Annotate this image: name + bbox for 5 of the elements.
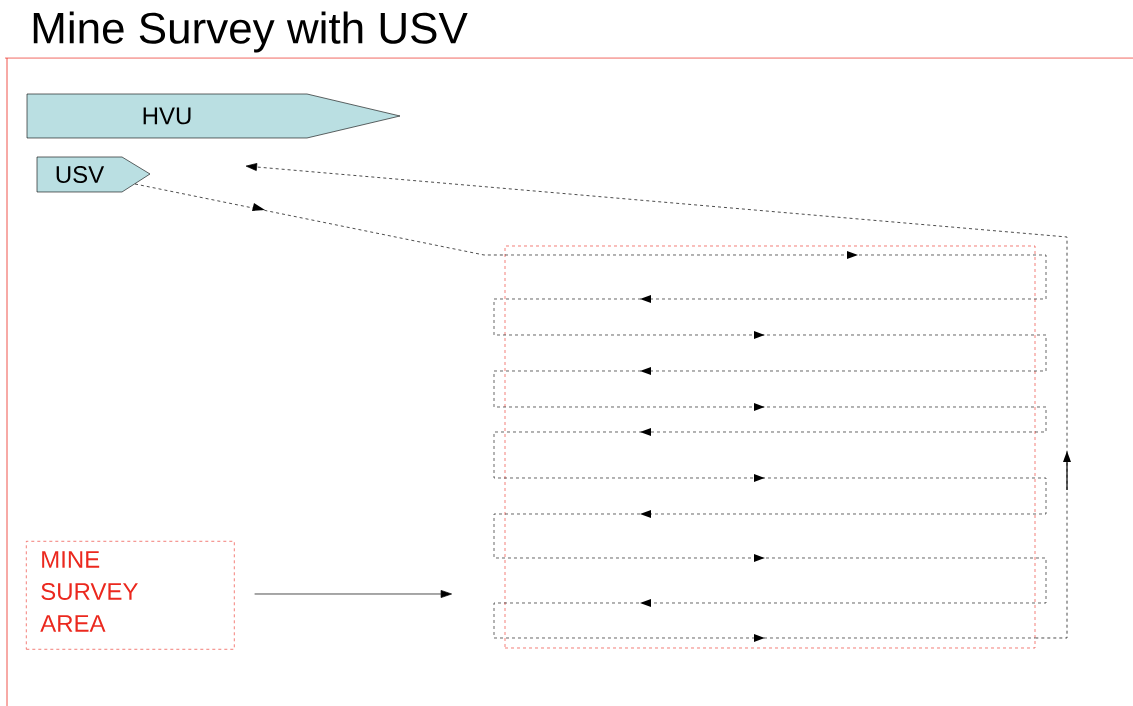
arrow: [245, 163, 1071, 639]
arrow: [254, 590, 452, 598]
title: Mine Survey with USV: [33, 11, 468, 53]
arrow: [134, 183, 506, 256]
area-label-box: MINE SURVEY AREA: [26, 541, 235, 650]
